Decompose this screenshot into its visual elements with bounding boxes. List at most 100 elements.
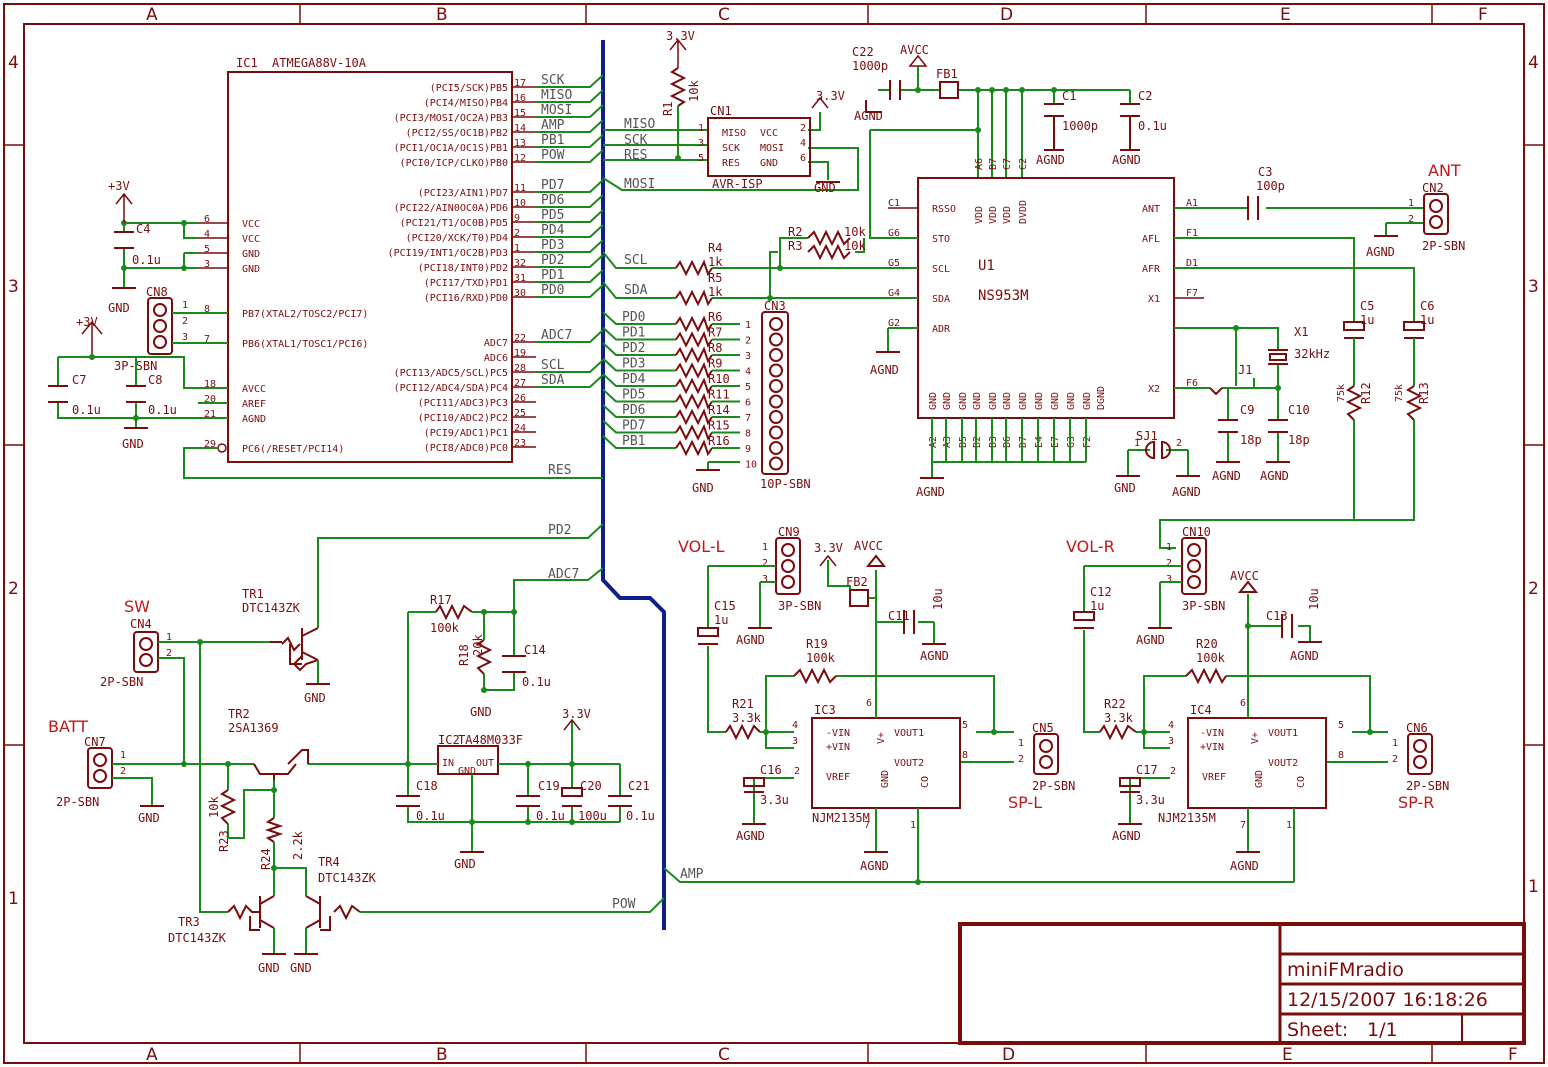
u1-bottom-pin-3: GND <box>972 392 983 410</box>
u1-pin-x1: X1 <box>1148 294 1160 305</box>
cn7-connector: CN7 2P-SBN 12 <box>56 735 126 809</box>
ic1-pin-num-8: 8 <box>204 304 210 315</box>
u1-bottom-pin-10: GND <box>1082 392 1093 410</box>
cn3-resistor-r16: R16 <box>708 434 730 448</box>
u1-pin-num-b7: B7 <box>988 158 999 170</box>
x1-value: 32kHz <box>1294 347 1330 361</box>
grid-col-e-bottom: E <box>1282 1045 1293 1065</box>
gnd-label-tr1: GND <box>304 691 326 705</box>
ic2-pin-out: OUT <box>476 758 494 769</box>
ic4-pin-vin-plus: +VIN <box>1200 742 1224 753</box>
svg-text:6: 6 <box>1240 698 1246 709</box>
svg-text:2: 2 <box>1392 754 1398 765</box>
ic1-pin--pci12-adc4-sda-pc4: (PCI12/ADC4/SDA)PC4 <box>394 383 508 394</box>
signal-bus <box>601 40 666 930</box>
cn3-pin-9 <box>769 441 783 455</box>
u1-pin-x2: X2 <box>1148 384 1160 395</box>
r4-value: 1k <box>708 255 723 269</box>
grid-col-f-top: F <box>1478 5 1488 25</box>
avcc-label-ic4: AVCC <box>1230 569 1259 583</box>
r20-value: 100k <box>1196 651 1226 665</box>
net-label-sda-r5: SDA <box>624 283 648 298</box>
cn3-pin-10 <box>769 456 783 471</box>
ic1-pin-num-15: 15 <box>514 108 526 119</box>
ic1-net-label-pd7: PD7 <box>541 178 564 193</box>
c21-label: C21 <box>628 779 650 793</box>
cn1-pin-res: RES <box>722 158 740 169</box>
ic1-pin-adc7: ADC7 <box>484 338 508 349</box>
c19-label: C19 <box>538 779 560 793</box>
grid-col-c-bottom: C <box>718 1045 730 1065</box>
c8-label: C8 <box>148 373 162 387</box>
ic1-pin-vcc: VCC <box>242 219 260 230</box>
u1-pin-vdd-0: VDD <box>974 206 985 224</box>
svg-text:2: 2 <box>1176 438 1182 449</box>
title-block-sheet-label: Sheet: <box>1287 1019 1348 1041</box>
c20-label: C20 <box>580 779 602 793</box>
ic1-pin-avcc: AVCC <box>242 384 266 395</box>
cn8-label: CN8 <box>146 285 168 299</box>
cn2-designator: CN2 <box>1422 181 1444 195</box>
u1-ns953m: U1 NS953M RSSOC1STOG6SCLG5SDAG4ADRG2ANTA… <box>888 158 1204 448</box>
ic1-net-label-scl: SCL <box>541 358 565 373</box>
cn3-resistor-r9: R9 <box>708 357 722 371</box>
ic1-pin--pci11-adc3-pc3: (PCI11/ADC3)PC3 <box>418 398 508 409</box>
grid-col-c-top: C <box>718 5 730 25</box>
tr2-designator: TR2 <box>228 707 250 721</box>
r19-label: R19 <box>806 637 828 651</box>
ic1-net-label-miso: MISO <box>541 88 572 103</box>
agnd-label-cn10: AGND <box>1136 633 1165 647</box>
ic1-pin--pci9-adc1-pc1: (PCI9/ADC1)PC1 <box>424 428 508 439</box>
ic1-net-label-pd4: PD4 <box>541 223 565 238</box>
svg-text:2: 2 <box>166 648 172 659</box>
ic1-pin-num-19: 19 <box>514 348 526 359</box>
cn3-pin-2 <box>769 332 783 347</box>
c16-label: C16 <box>760 763 782 777</box>
c4-label: C4 <box>136 222 150 236</box>
svg-text:2: 2 <box>794 766 800 777</box>
grid-col-b-bottom: B <box>436 1045 448 1065</box>
cn9-connector: CN9 3P-SBN 123 <box>762 525 821 613</box>
svg-text:1: 1 <box>1018 738 1024 749</box>
ic1-part: ATMEGA88V-10A <box>272 56 367 70</box>
grid-row-1-left: 1 <box>8 889 19 909</box>
u1-pin-num-g2: G2 <box>888 318 900 329</box>
ic2-designator: IC2 <box>438 733 460 747</box>
j1-label: J1 <box>1238 363 1252 377</box>
agnd-label-c10: AGND <box>1260 469 1289 483</box>
r12-label: R12 <box>1359 382 1373 404</box>
gnd-label-tr4: GND <box>290 961 312 975</box>
ic3-part: NJM2135M <box>812 811 870 825</box>
cn3-net-label-pd4: PD4 <box>622 372 646 387</box>
svg-text:1: 1 <box>1166 542 1172 553</box>
c8-value: 0.1u <box>148 403 177 417</box>
agnd-label-sj1: AGND <box>1172 485 1201 499</box>
c14-value: 0.1u <box>522 675 551 689</box>
ic1-pin-num-6: 6 <box>204 214 210 225</box>
tr1-part: DTC143ZK <box>242 601 301 615</box>
u1-pin-num-c2: C2 <box>1018 158 1029 170</box>
cn4-part: 2P-SBN <box>100 675 143 689</box>
gnd-label-r18: GND <box>470 705 492 719</box>
ic1-pin--pci20-xck-t0-pd4: (PCI20/XCK/T0)PD4 <box>406 233 508 244</box>
c2-value: 0.1u <box>1138 119 1167 133</box>
ic1-left-pins: VCC6VCC4GND5GND3PB7(XTAL2/TOSC2/PCI7)8PB… <box>198 214 368 455</box>
u1-bottom-pin-num-b2: B2 <box>972 436 983 448</box>
cn7-designator: CN7 <box>84 735 106 749</box>
r23-label: R23 <box>217 830 231 852</box>
ic1-pin-num-22: 22 <box>514 333 526 344</box>
svg-text:2: 2 <box>182 316 188 327</box>
net-label-res-cn1: RES <box>624 148 647 163</box>
tr3-designator: TR3 <box>178 915 200 929</box>
cn1-designator: CN1 <box>710 104 732 118</box>
cn3-num-1: 1 <box>745 320 751 331</box>
r17-label: R17 <box>430 593 452 607</box>
r5-value: 1k <box>708 285 723 299</box>
c3-label: C3 <box>1258 165 1272 179</box>
cn1-num-2: 2 <box>800 123 806 134</box>
r12-value: 75k <box>1336 384 1347 402</box>
agnd-label-c16: AGND <box>736 829 765 843</box>
sw-label: SW <box>124 597 150 616</box>
c15-label: C15 <box>714 599 736 613</box>
